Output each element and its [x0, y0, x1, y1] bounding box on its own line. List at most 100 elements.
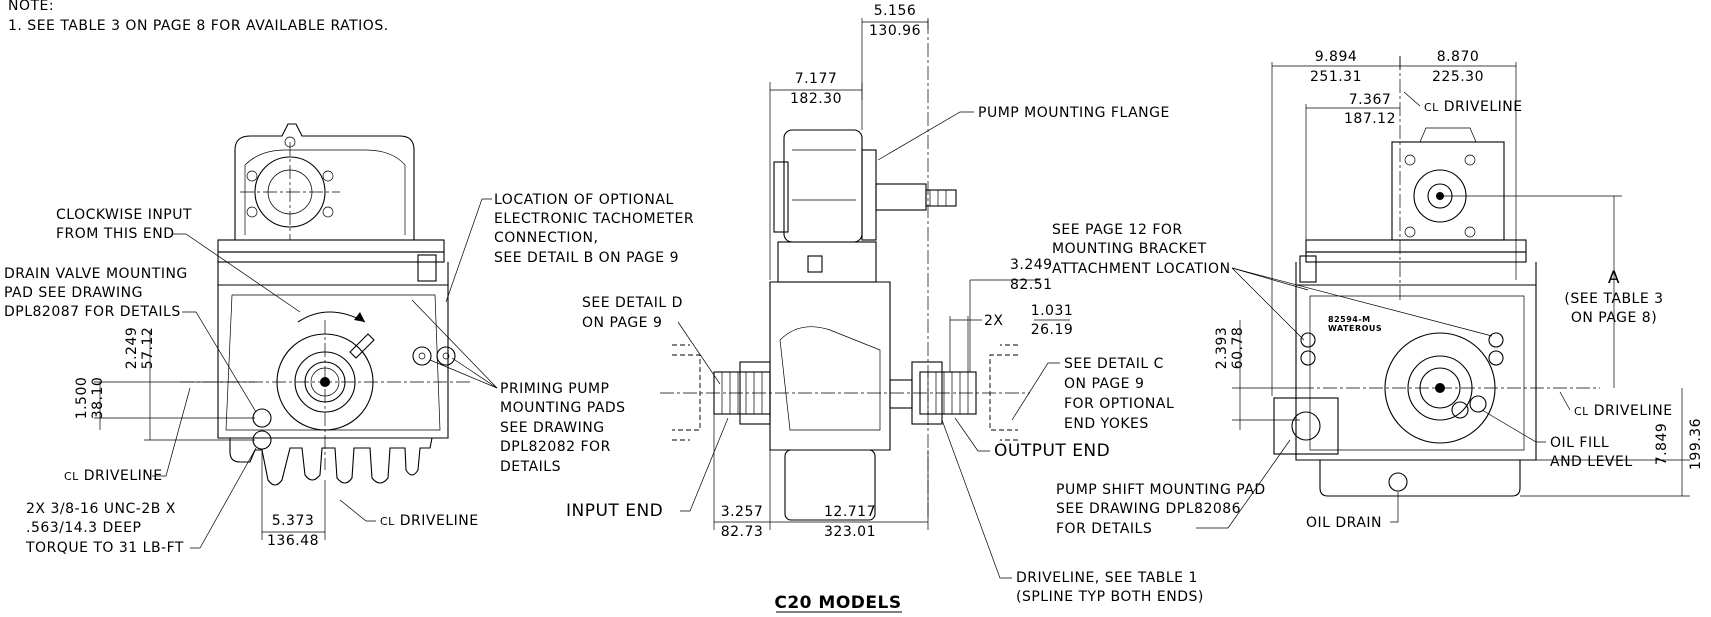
dim-3249-mm: 82.51 [1010, 277, 1053, 293]
left-view-annotations: CLOCKWISE INPUT FROM THIS END DRAIN VALV… [4, 192, 694, 556]
left-main-case [217, 284, 449, 439]
output-end-label: OUTPUT END [994, 441, 1110, 461]
right-main-case [1295, 284, 1537, 461]
clockwise-input-l1: CLOCKWISE INPUT [56, 207, 192, 223]
bracket-l1: SEE PAGE 12 FOR [1052, 222, 1183, 238]
title-c20-models: C20 MODELS [774, 593, 901, 613]
detail-c-l3: FOR OPTIONAL [1064, 396, 1174, 412]
dim-1031-prefix: 2X [984, 313, 1004, 329]
dim-9894: 9.894 [1315, 49, 1358, 65]
input-end-label: INPUT END [566, 501, 663, 521]
nameplate-line-1: 82594-M [1328, 315, 1371, 324]
pump-shift-l3: FOR DETAILS [1056, 521, 1152, 537]
bracket-l3: ATTACHMENT LOCATION [1052, 261, 1231, 277]
priming-pad-1 [412, 346, 432, 366]
center-pump-shaft [875, 183, 927, 211]
dim-3249: 3.249 [1010, 257, 1053, 273]
oil-fill-l2: AND LEVEL [1550, 454, 1633, 470]
tach-l2: ELECTRONIC TACHOMETER [494, 211, 694, 227]
dim-2393: 2.393 [1214, 327, 1230, 370]
tach-l1: LOCATION OF OPTIONAL [494, 192, 674, 208]
pump-shift-l2: SEE DRAWING DPL82086 [1056, 501, 1241, 517]
dim-1500: 1.500 [74, 377, 90, 420]
dim-3257: 3.257 [721, 504, 764, 520]
driveline-note-l2: (SPLINE TYP BOTH ENDS) [1016, 589, 1204, 605]
oil-fill-plug [1451, 401, 1469, 419]
clockwise-rotation-arrow [297, 311, 366, 323]
tach-l3: CONNECTION, [494, 230, 598, 246]
nameplate-line-2: WATEROUS [1328, 324, 1382, 333]
oil-fill-l1: OIL FILL [1550, 435, 1609, 451]
priming-pump-l2: MOUNTING PADS [500, 400, 626, 416]
priming-pump-l1: PRIMING PUMP [500, 381, 610, 397]
center-view-annotations: 5.156 130.96 7.177 182.30 PUMP MOUNTING … [566, 3, 1204, 605]
dim-7177-mm: 182.30 [790, 91, 842, 107]
dim-5373-mm: 136.48 [267, 533, 319, 549]
dim-7849: 7.849 [1654, 423, 1670, 466]
pump-flange-label: PUMP MOUNTING FLANGE [978, 105, 1170, 121]
priming-pump-l3: SEE DRAWING [500, 420, 605, 436]
drain-valve-l2: PAD SEE DRAWING [4, 285, 143, 301]
dim-7367: 7.367 [1349, 92, 1392, 108]
driveline-right-label: CL DRIVELINE [1574, 403, 1673, 419]
right-pump-housing [1391, 141, 1505, 241]
driveline-note-l1: DRIVELINE, SEE TABLE 1 [1016, 570, 1198, 586]
dim-2249: 2.249 [124, 327, 140, 370]
center-main-case [769, 281, 891, 451]
bracket-hole-2 [1300, 350, 1316, 366]
center-pump-flange [861, 149, 877, 241]
drain-valve-l1: DRAIN VALVE MOUNTING [4, 266, 188, 282]
center-view-gearbox [660, 20, 1030, 521]
right-flange-upper [1305, 239, 1527, 253]
tach-l4: SEE DETAIL B ON PAGE 9 [494, 250, 679, 266]
left-sump [229, 437, 433, 486]
dim-a: A [1608, 268, 1620, 288]
tach-fitting [349, 333, 375, 359]
note-item-1: 1. SEE TABLE 3 ON PAGE 8 FOR AVAILABLE R… [8, 18, 389, 34]
dim-1031-mm: 26.19 [1031, 322, 1074, 338]
dim-7367-mm: 187.12 [1344, 111, 1396, 127]
left-top-housing [234, 123, 415, 240]
drawing-title: C20 MODELS [774, 593, 902, 613]
detail-c-l4: END YOKES [1064, 416, 1149, 432]
dim-2393-mm: 60.78 [1230, 327, 1246, 370]
bracket-l2: MOUNTING BRACKET [1052, 241, 1207, 257]
dim-5156-mm: 130.96 [869, 23, 921, 39]
clockwise-input-l2: FROM THIS END [56, 226, 174, 242]
dim-12717-mm: 323.01 [824, 524, 876, 540]
input-yoke-outline [672, 354, 701, 431]
left-pump-bore [254, 156, 326, 228]
bolt-note-l1: 2X 3/8-16 UNC-2B X [26, 501, 176, 517]
detail-d-l2: ON PAGE 9 [582, 315, 662, 331]
dim-7849-mm: 199.36 [1688, 418, 1704, 470]
detail-c-l2: ON PAGE 9 [1064, 376, 1144, 392]
center-pump-body [783, 129, 863, 243]
dim-7177: 7.177 [795, 71, 838, 87]
driveline-bottom-label: CL DRIVELINE [380, 513, 479, 529]
dim-5156: 5.156 [874, 3, 917, 19]
right-view-gearbox: 82594-M WATEROUS [1273, 56, 1600, 497]
drain-valve-l3: DPL82087 FOR DETAILS [4, 304, 181, 320]
oil-drain-label: OIL DRAIN [1306, 515, 1382, 531]
detail-d-l1: SEE DETAIL D [582, 295, 683, 311]
driveline-top-label: CL DRIVELINE [1424, 99, 1523, 115]
dim-1031: 1.031 [1031, 303, 1074, 319]
dim-12717: 12.717 [824, 504, 876, 520]
left-top-rib [244, 149, 406, 235]
bolt-note-l3: TORQUE TO 31 LB-FT [25, 540, 184, 556]
right-view-annotations: 9.894 251.31 8.870 225.30 7.367 187.12 C… [1052, 49, 1704, 537]
dim-a-l3: ON PAGE 8) [1571, 310, 1657, 326]
bracket-hole-3 [1488, 332, 1504, 348]
dim-a-l2: (SEE TABLE 3 [1564, 291, 1663, 307]
dim-9894-mm: 251.31 [1310, 69, 1362, 85]
oil-drain-plug [1388, 472, 1408, 492]
drain-valve-pad-hole-2 [252, 430, 272, 450]
dim-3257-mm: 82.73 [721, 524, 764, 540]
general-note: NOTE: 1. SEE TABLE 3 ON PAGE 8 FOR AVAIL… [8, 0, 389, 34]
left-view-gearbox [180, 123, 470, 486]
priming-pump-l5: DETAILS [500, 459, 561, 475]
bracket-hole-4 [1488, 350, 1504, 366]
dim-8870-mm: 225.30 [1432, 69, 1484, 85]
